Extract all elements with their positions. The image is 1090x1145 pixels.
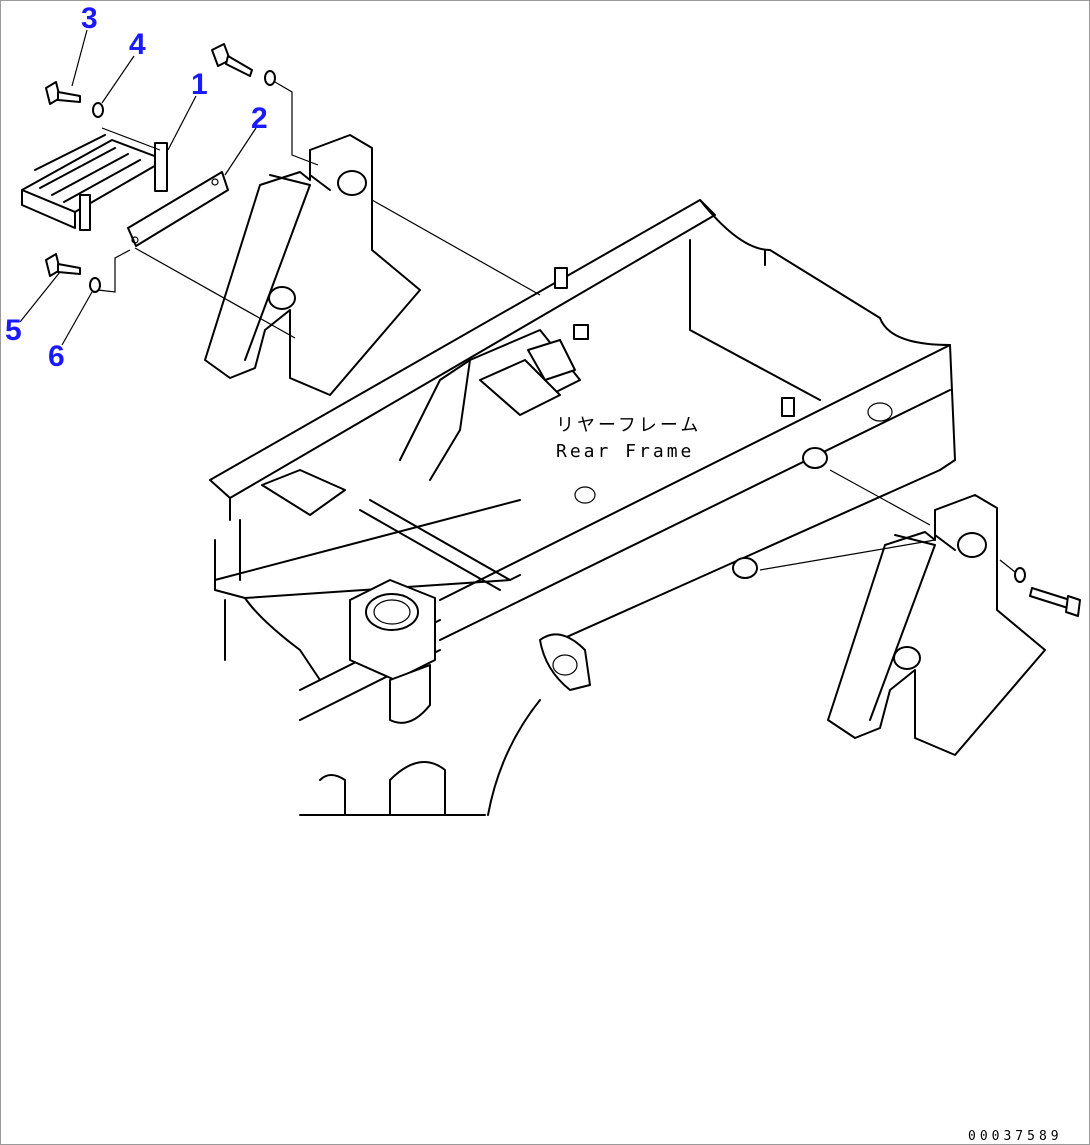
- callout-5: 5: [5, 314, 22, 347]
- washer-top: [264, 70, 276, 86]
- callout-3: 3: [81, 2, 98, 35]
- assembly-lines: [97, 81, 1016, 573]
- callout-leaders: [19, 29, 257, 346]
- callout-2: 2: [251, 102, 268, 135]
- bolt-top: [211, 43, 253, 77]
- callout-1: 1: [191, 68, 208, 101]
- bolt-right: [1029, 587, 1081, 617]
- drawing-number: 00037589: [968, 1129, 1063, 1144]
- washer-right: [1014, 567, 1026, 583]
- rear-frame: [209, 199, 956, 816]
- bolt-5: [45, 253, 81, 277]
- frame-label-en: Rear Frame: [556, 441, 694, 462]
- mounting-plate: [127, 171, 229, 247]
- left-weight-bracket: [204, 134, 421, 396]
- washer-4: [92, 102, 104, 118]
- callout-6: 6: [48, 340, 65, 373]
- washer-6: [89, 277, 101, 293]
- step-assembly: [21, 134, 168, 231]
- right-weight-bracket: [827, 494, 1046, 756]
- bolt-3: [45, 81, 81, 105]
- callout-4: 4: [129, 28, 146, 61]
- frame-label-jp: リヤーフレーム: [556, 415, 701, 436]
